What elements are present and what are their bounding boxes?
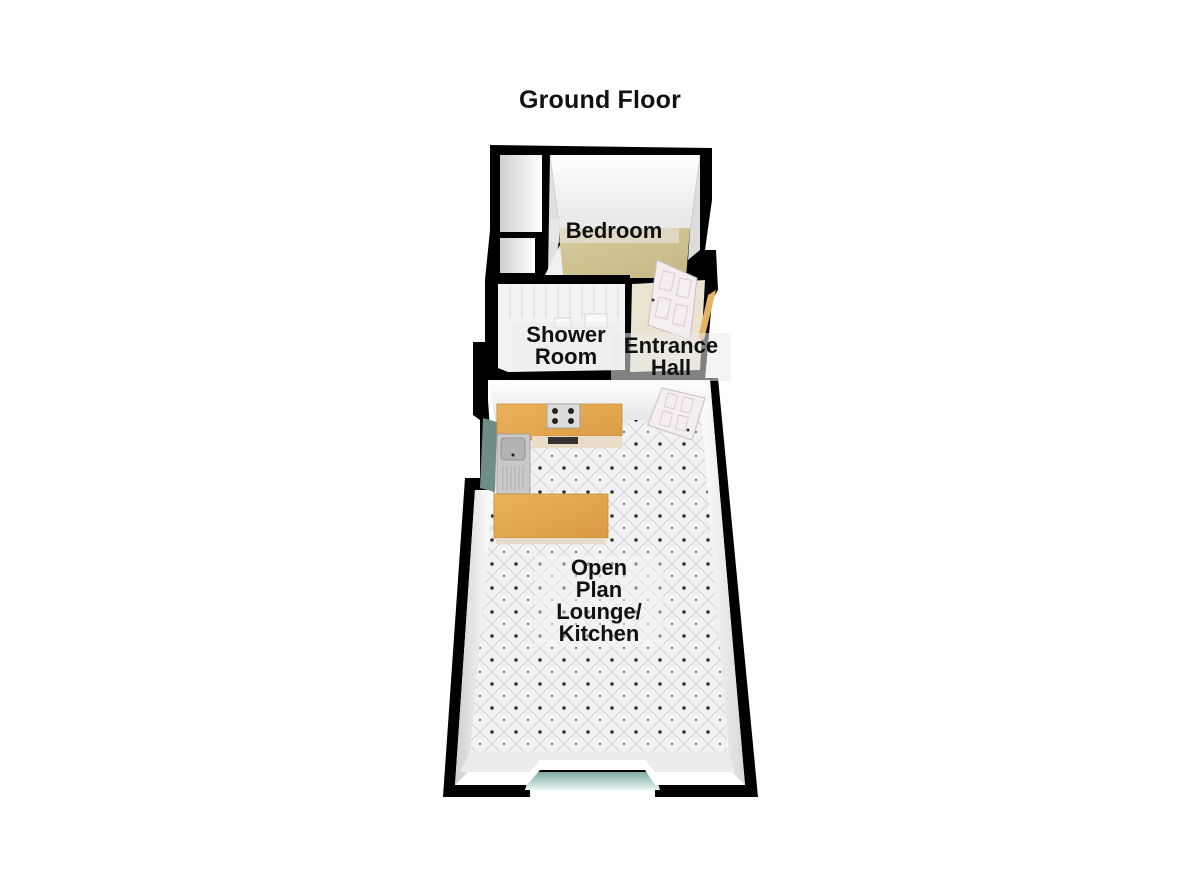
- bottom-window: [525, 772, 660, 790]
- room-label-line: Lounge/: [556, 599, 642, 624]
- room-label-line: Kitchen: [558, 621, 640, 646]
- floor-title: Ground Floor: [518, 86, 682, 114]
- sink-bowl: [500, 437, 526, 461]
- room-label-line: Entrance: [623, 333, 719, 358]
- room-label-line: Shower: [526, 322, 606, 347]
- room-label-line: Plan: [575, 577, 623, 602]
- room-label-line: Hall: [650, 355, 692, 380]
- room-label-line: Room: [534, 344, 598, 369]
- room-label-shower-room: Shower Room: [512, 322, 620, 370]
- side-window: [480, 418, 497, 492]
- bedroom-block: [485, 145, 718, 380]
- oven: [548, 437, 578, 444]
- room-label-line: Bedroom: [565, 218, 663, 243]
- hob: [546, 403, 581, 429]
- room-label-bedroom: Bedroom: [549, 219, 679, 243]
- room-label-open-plan-lounge-kitchen: Open Plan Lounge/ Kitchen: [535, 555, 663, 647]
- kitchen-door: [647, 387, 706, 441]
- room-label-entrance-hall: Entrance Hall: [611, 333, 731, 381]
- room-label-line: Open: [570, 555, 628, 580]
- kitchen-peninsula: [493, 493, 609, 539]
- front-door: [698, 290, 716, 340]
